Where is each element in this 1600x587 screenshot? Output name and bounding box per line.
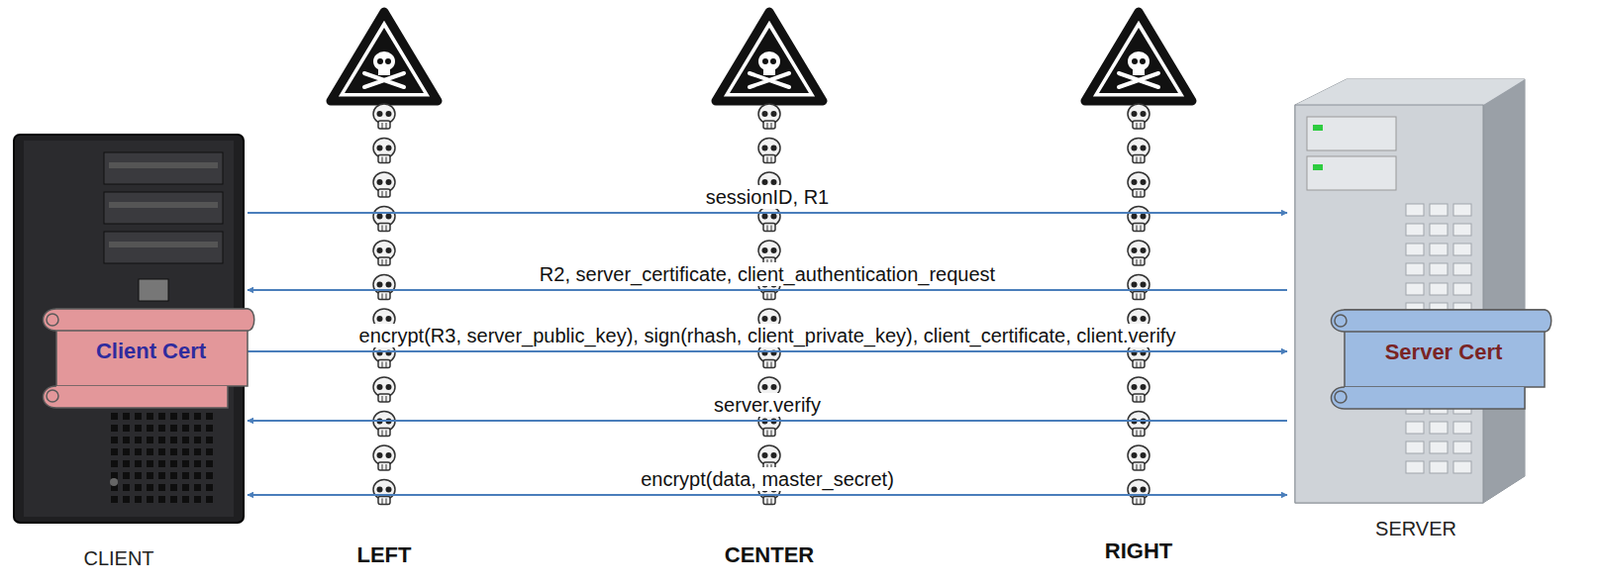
skull-icon [758, 206, 781, 232]
computer-node: CLIENT Client Cert [9, 130, 248, 573]
message-label: server.verify [709, 393, 825, 417]
message-arrow [247, 289, 1288, 292]
message-arrow [247, 494, 1288, 497]
message-label: encrypt(data, master_secret) [636, 467, 899, 492]
skull-icon [373, 411, 396, 437]
computer-label: SERVER [1375, 517, 1457, 541]
message-label: encrypt(R3, server_public_key), sign(rha… [355, 323, 1181, 348]
attacker-position-label: RIGHT [1104, 538, 1173, 565]
skull-icon [1127, 445, 1150, 471]
skull-icon [373, 172, 396, 198]
certificate-node: Client Cert [34, 299, 258, 410]
computer-node: SERVER Server Cert [1287, 75, 1535, 543]
skull-icon [1127, 138, 1150, 164]
warning-sign [1085, 11, 1193, 101]
attacker-position-label: LEFT [357, 542, 412, 569]
skull-icon [758, 103, 781, 129]
skull-icon [373, 138, 396, 164]
skull-icon [1127, 480, 1150, 505]
skull-icon [373, 275, 396, 300]
skull-icon [373, 206, 396, 232]
skull-icon [1127, 172, 1150, 198]
server-computer [1287, 75, 1535, 511]
certificate-title: Server Cert [1385, 339, 1503, 366]
warning-sign [715, 11, 823, 101]
skull-icon [1127, 240, 1150, 266]
skull-icon [373, 103, 396, 129]
message-arrow [247, 419, 1288, 422]
skull-icon [1127, 103, 1150, 129]
message-arrow [247, 350, 1288, 353]
warning-sign [330, 11, 438, 101]
skull-icon [1127, 275, 1150, 300]
skull-icon [1127, 206, 1150, 232]
attacker-position-label: CENTER [724, 542, 814, 569]
skull-chain [373, 103, 1150, 505]
skull-icon [1127, 411, 1150, 437]
skull-icon [1127, 377, 1150, 402]
certificate-node: Server Cert [1322, 300, 1555, 411]
message-label: sessionID, R1 [701, 185, 834, 209]
skull-icon [758, 138, 781, 164]
skull-icon [373, 240, 396, 266]
skull-icon [373, 377, 396, 402]
message-label: R2, server_certificate, client_authentic… [535, 262, 1000, 287]
message-arrow [247, 211, 1288, 214]
skull-icon [373, 480, 396, 505]
skull-icon [373, 445, 396, 471]
certificate-title: Client Cert [96, 338, 206, 365]
computer-label: CLIENT [83, 547, 154, 571]
